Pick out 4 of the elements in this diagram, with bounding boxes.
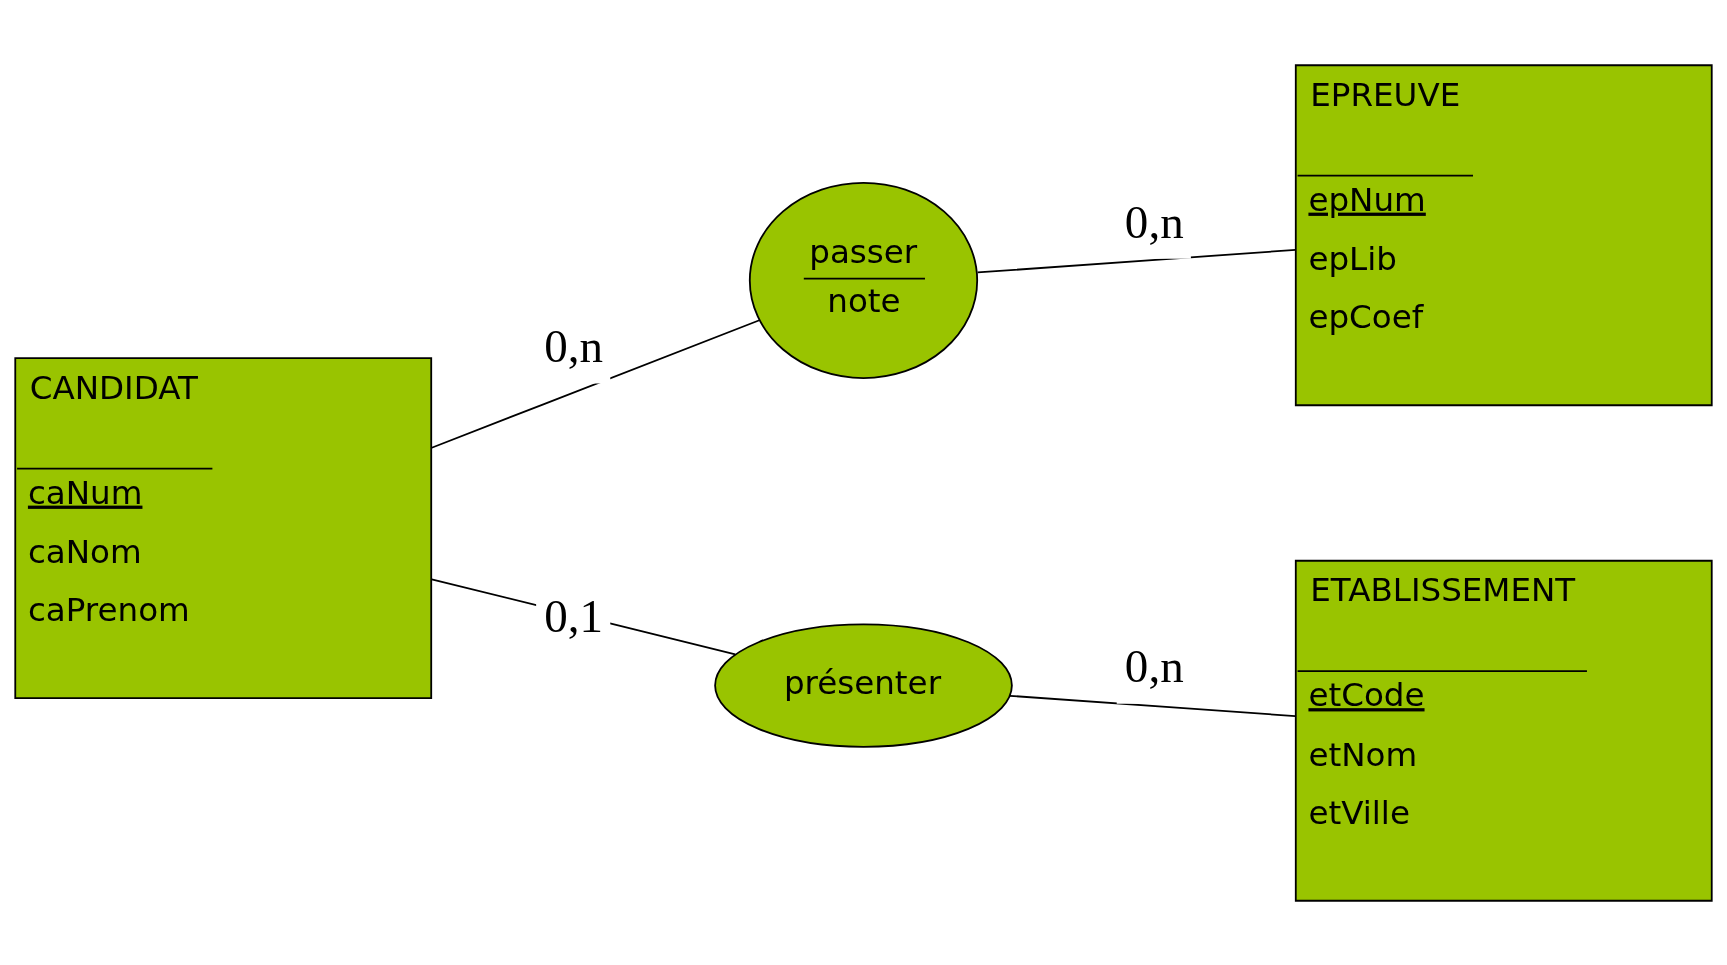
edge-label: 0,1 (544, 589, 604, 642)
edge-label: 0,n (1124, 195, 1184, 248)
edge-label: 0,n (544, 319, 604, 372)
edge-label: 0,n (1124, 639, 1184, 692)
